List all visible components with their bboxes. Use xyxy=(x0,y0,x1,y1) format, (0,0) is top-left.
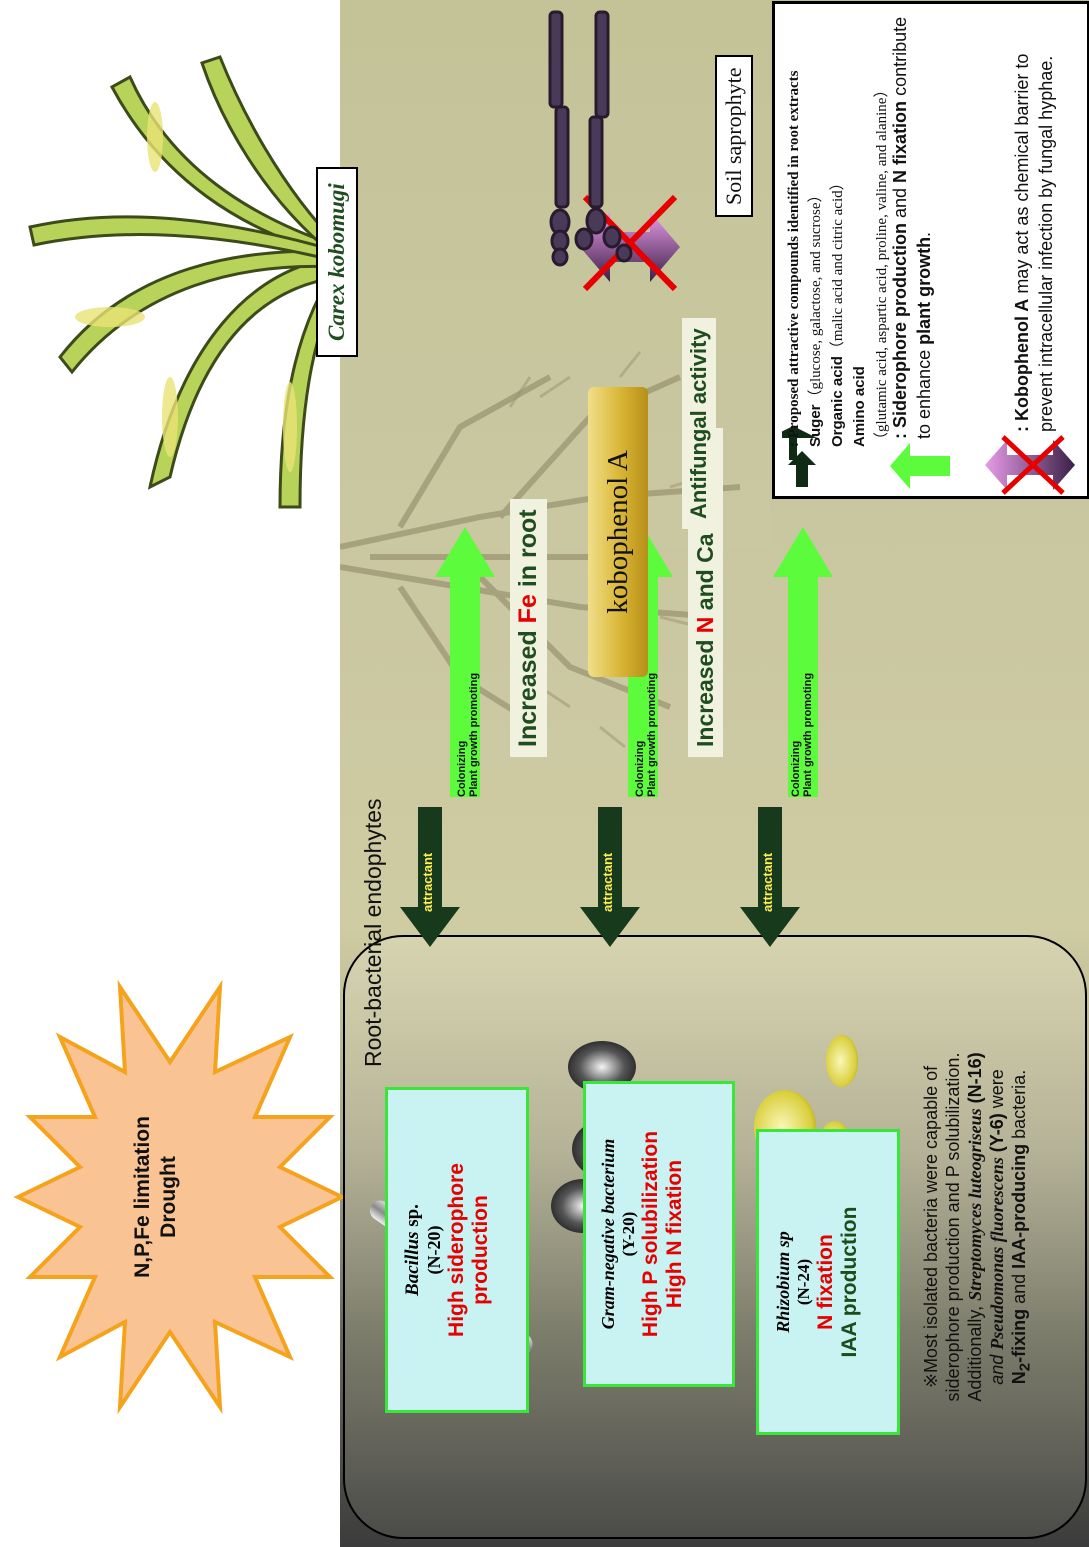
endophytes-note: ※Most isolated bacteria were capable of … xyxy=(920,947,1037,1507)
gram-negative-trait-1: High P solubilization xyxy=(639,1084,663,1384)
legend-green-e: to enhance xyxy=(914,345,934,439)
growth-label-1: Colonizing Plant growth promoting xyxy=(456,673,480,797)
legend-green-c: N fixation xyxy=(890,101,910,183)
carex-plant-graphic xyxy=(0,47,360,547)
bacillus-name-line: Bacillus sp. xyxy=(402,1090,424,1410)
legend-amino-line: Amino acid（glutamic acid, aspartic acid,… xyxy=(849,7,893,447)
attractant-label-1: attractant xyxy=(420,853,435,912)
legend-pink-c: prevent intracellular infection by funga… xyxy=(1034,7,1058,432)
legend-green-text: : Siderophore production and N fixation … xyxy=(888,9,936,439)
note-3b: Streptomyces luteogriseus xyxy=(965,1108,985,1301)
plant-name: Carex kobomugi xyxy=(324,183,349,341)
bacillus-name: Bacillus xyxy=(402,1232,423,1296)
legend-green-arrow-icon xyxy=(890,443,950,489)
fe-root-el: Fe xyxy=(514,594,542,623)
legend-amino-label: Amino acid xyxy=(851,366,868,447)
legend-pink-arrow-icon xyxy=(985,435,1075,495)
bacillus-code: (N-20) xyxy=(424,1090,445,1410)
note-5c: and xyxy=(1009,1269,1029,1309)
legend-pink-text: : Kobophenol A may act as chemical barri… xyxy=(1010,7,1058,432)
n-ca-pre: Increased xyxy=(692,633,718,747)
bacillus-box: Bacillus sp. (N-20) High siderophore pro… xyxy=(385,1087,529,1413)
legend-pink-line-1: : Kobophenol A may act as chemical barri… xyxy=(1010,7,1034,432)
bacillus-name-suffix: sp. xyxy=(402,1204,423,1231)
note-4d: were xyxy=(987,1069,1007,1113)
fungal-hyphae-graphic xyxy=(520,7,640,267)
note-5sub: 2 xyxy=(1017,1363,1034,1371)
legend-organic-text: （malic acid and citric acid） xyxy=(830,175,846,356)
promoting-1: Plant growth promoting xyxy=(468,673,480,797)
note-3c: (N-16) xyxy=(965,1052,985,1108)
attractant-label-2: attractant xyxy=(600,853,615,912)
colonizing-2: Colonizing xyxy=(634,673,646,797)
attractant-label-3: attractant xyxy=(760,853,775,912)
kobophenol-box: kobophenol A xyxy=(588,387,648,677)
rhizobium-box: Rhizobium sp (N-24) N fixation IAA produ… xyxy=(756,1129,900,1435)
note-line-1: ※Most isolated bacteria were capable of xyxy=(920,947,942,1507)
gram-negative-box: Gram-negative bacterium (Y-20) High P so… xyxy=(583,1081,735,1387)
bacillus-trait-1: High siderophore xyxy=(445,1090,469,1410)
note-5b: -fixing xyxy=(1009,1309,1029,1363)
fe-root-post: in root xyxy=(514,509,542,594)
note-line-5: N2-fixing and IAA-producing bacteria. xyxy=(1008,947,1037,1507)
legend-attractant-text: : Proposed attractive compounds identifi… xyxy=(783,7,893,447)
note-line-4: and Pseudomonas fluorescens (Y-6) were xyxy=(986,947,1008,1507)
rhizobium-code: (N-24) xyxy=(794,1132,814,1432)
stress-line-2: Drought xyxy=(156,1067,182,1327)
colonizing-1: Colonizing xyxy=(456,673,468,797)
antifungal-label: Antifungal activity xyxy=(682,318,716,529)
promoting-3: Plant growth promoting xyxy=(802,673,814,797)
rhizobium-trait-1: N fixation xyxy=(814,1132,838,1432)
colonizing-3: Colonizing xyxy=(790,673,802,797)
plant-name-label: Carex kobomugi xyxy=(316,167,358,357)
legend-green-b: and xyxy=(890,183,910,223)
legend-header: : Proposed attractive compounds identifi… xyxy=(783,7,805,447)
legend-suger-text: （glucose, galactose, and sucrose） xyxy=(808,187,824,404)
gram-negative-trait-2: High N fixation xyxy=(663,1084,687,1384)
note-3a: Additionally, xyxy=(965,1301,985,1402)
gram-negative-code: (Y-20) xyxy=(619,1084,639,1384)
bacillus-trait-2: production xyxy=(469,1090,493,1410)
n-ca-el: N xyxy=(692,617,718,634)
legend-suger-label: Suger xyxy=(807,404,824,447)
legend-green-g: . xyxy=(914,232,934,237)
legend-organic-label: Organic acid xyxy=(829,356,846,447)
legend-green-d: contribute xyxy=(890,17,910,101)
legend-green-line-2: to enhance plant growth. xyxy=(912,9,936,439)
legend-green-line-1: : Siderophore production and N fixation … xyxy=(888,9,912,439)
kobophenol-label: kobophenol A xyxy=(602,450,634,614)
gram-negative-name: Gram-negative bacterium xyxy=(598,1084,619,1384)
legend-green-a: : Siderophore production xyxy=(890,223,910,439)
fe-root-label: Increased Fe in root xyxy=(510,499,547,757)
rhizobium-name: Rhizobium sp xyxy=(773,1132,794,1432)
growth-label-3: Colonizing Plant growth promoting xyxy=(790,673,814,797)
note-5a: N xyxy=(1009,1371,1029,1384)
note-line-2: siderophore production and P solubilizat… xyxy=(942,947,964,1507)
saprophyte-label: Soil saprophyte xyxy=(715,56,753,218)
note-line-3: Additionally, Streptomyces luteogriseus … xyxy=(964,947,986,1507)
promoting-2: Plant growth promoting xyxy=(646,673,658,797)
note-4c: (Y-6) xyxy=(987,1113,1007,1157)
note-4a: and xyxy=(987,1350,1007,1385)
legend-pink-a: : Kobophenol A xyxy=(1012,299,1032,432)
growth-label-2: Colonizing Plant growth promoting xyxy=(634,673,658,797)
note-4b: Pseudomonas fluorescens xyxy=(987,1157,1007,1350)
rhizobium-trait-2: IAA production xyxy=(838,1132,862,1432)
fe-root-pre: Increased xyxy=(514,623,542,747)
legend-suger-line: Suger（glucose, galactose, and sucrose） xyxy=(805,7,827,447)
legend-dark-arrow-icon xyxy=(788,451,816,487)
legend-pink-b: may act as chemical barrier to xyxy=(1012,54,1032,299)
note-5d: IAA-producing xyxy=(1009,1144,1029,1269)
note-5e: bacteria. xyxy=(1009,1070,1029,1144)
legend-organic-line: Organic acid（malic acid and citric acid） xyxy=(827,7,849,447)
legend-green-f: plant growth xyxy=(914,237,934,345)
stress-line-1: N,P,Fe limitation xyxy=(130,1067,156,1327)
stress-text: N,P,Fe limitation Drought xyxy=(130,1067,182,1327)
